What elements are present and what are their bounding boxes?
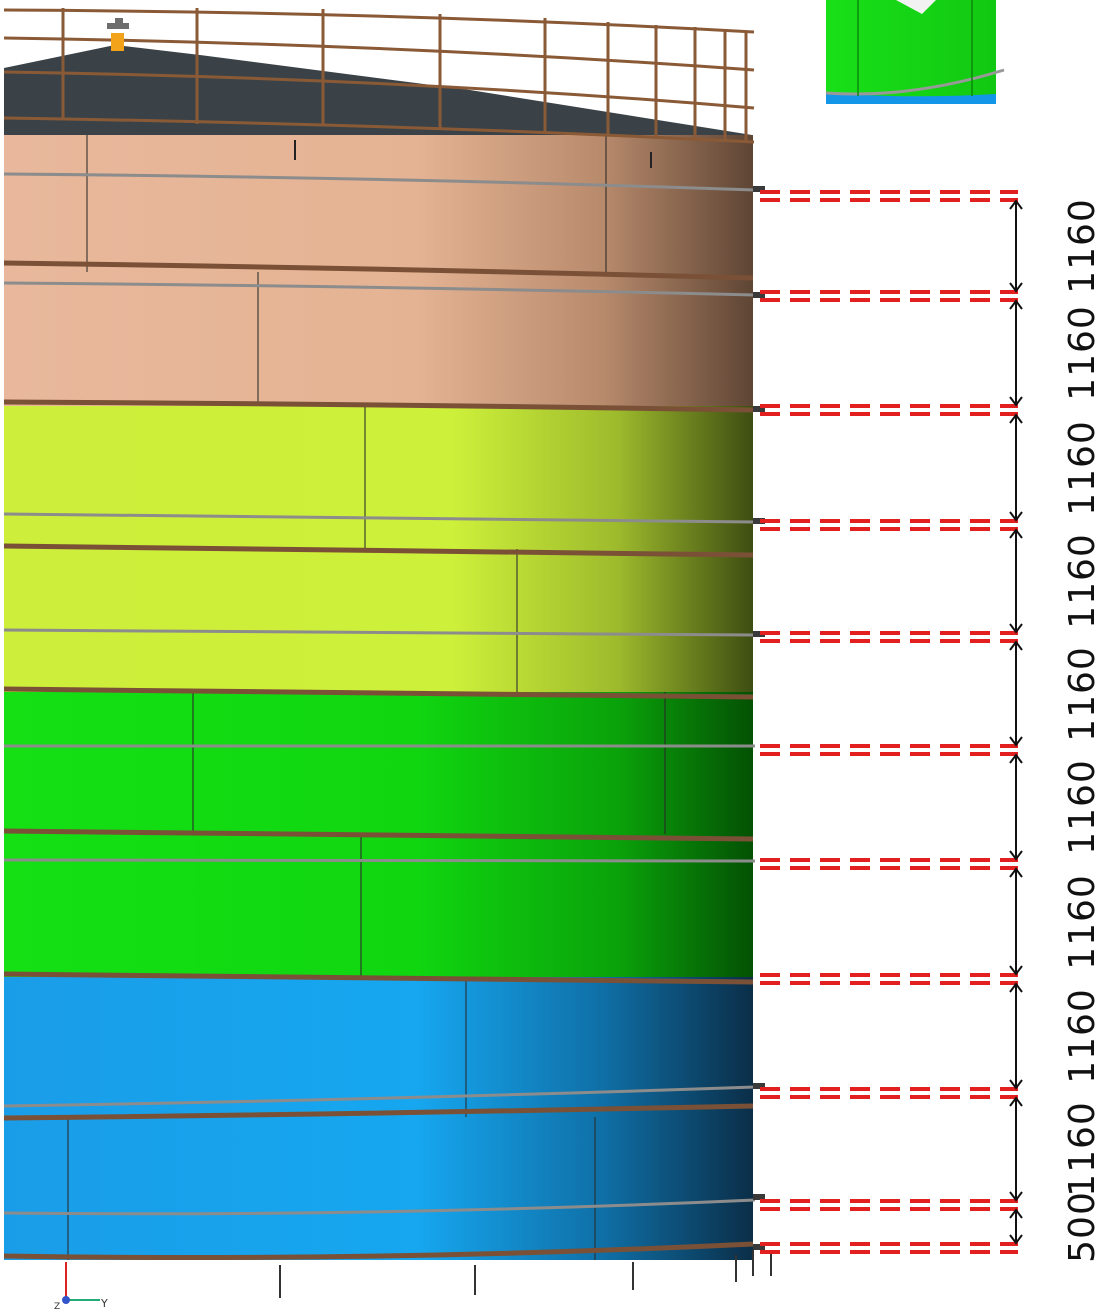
axis-y-label: Y <box>100 1297 108 1310</box>
ring-lugs <box>753 186 765 1250</box>
shell-course-7 <box>4 977 753 1117</box>
spacing-label: 1160 <box>1062 988 1103 1084</box>
dimension-markers <box>760 190 1023 1254</box>
shell-course-6 <box>4 834 753 977</box>
dimension-arrowhead <box>1009 528 1023 539</box>
shell-fittings <box>294 140 652 168</box>
inset-detail <box>825 0 1005 104</box>
shell-course-2 <box>4 272 753 406</box>
spacing-label: 1160 <box>1062 645 1103 742</box>
dimension-arrowhead <box>1009 282 1023 293</box>
dimension-arrowhead <box>1009 199 1023 210</box>
dimension-arrowhead <box>1009 1191 1023 1202</box>
spacing-label: 500 <box>1062 1190 1103 1263</box>
plate-seams <box>67 135 666 1260</box>
dimension-arrowhead <box>1009 867 1023 878</box>
axis-triad-icon: Y Z <box>54 1262 108 1312</box>
dimension-arrowhead <box>1009 736 1023 747</box>
roof-vent <box>107 18 129 51</box>
dimension-arrowhead <box>1009 982 1023 993</box>
shell-course-8 <box>4 1117 753 1260</box>
spacing-label: 1160 <box>1062 198 1103 294</box>
shell-course-3 <box>4 406 753 549</box>
dimension-arrowhead <box>1009 1096 1023 1107</box>
dimension-arrowhead <box>1009 965 1023 976</box>
spacing-label: 1160 <box>1062 305 1103 401</box>
course-joints <box>3 260 754 1260</box>
dimension-arrowhead <box>1009 1208 1023 1219</box>
dimension-arrowhead <box>1009 413 1023 424</box>
dimension-arrowhead <box>1009 850 1023 861</box>
shell-course-4 <box>4 549 753 692</box>
spacing-label: 1160 <box>1062 533 1103 629</box>
tank-roof <box>4 45 752 140</box>
dimension-arrowhead <box>1009 640 1023 651</box>
dimension-arrowhead <box>1009 396 1023 407</box>
axis-z-label: Z <box>54 1302 60 1311</box>
shell-course-5 <box>4 692 753 834</box>
dimension-arrowhead <box>1009 1079 1023 1090</box>
spacing-label: 1160 <box>1062 873 1103 970</box>
spacing-label: 1160 <box>1062 759 1103 855</box>
dimension-arrowhead <box>1009 299 1023 310</box>
stiffening-rings <box>3 172 756 1216</box>
dimension-arrowhead <box>1009 1234 1023 1245</box>
spacing-label: 1160 <box>1062 419 1103 516</box>
dimension-arrowhead <box>1009 511 1023 522</box>
dimension-arrowhead <box>1009 753 1023 764</box>
bottom-supports <box>279 1250 772 1298</box>
dimension-arrowhead <box>1009 623 1023 634</box>
shell-course-1 <box>4 135 753 272</box>
